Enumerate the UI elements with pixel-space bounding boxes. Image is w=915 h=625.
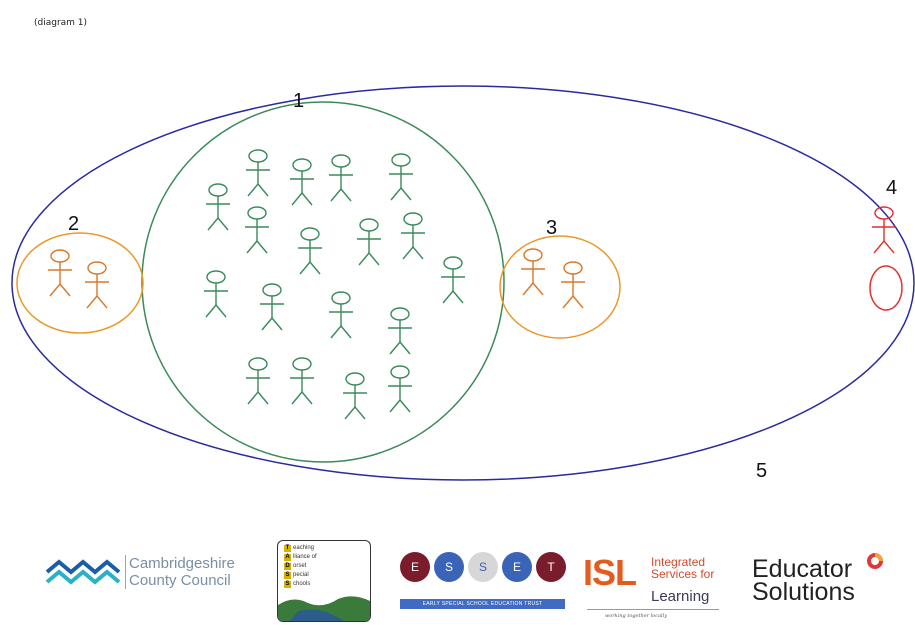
outer-ellipse	[11, 85, 915, 481]
label-1: 1	[293, 90, 304, 112]
label-5: 5	[756, 460, 767, 482]
ccc-line2: County Council	[129, 572, 231, 589]
tods-letter: A	[284, 554, 291, 561]
stick-figure-icon	[85, 261, 109, 309]
tods-letter: S	[284, 581, 291, 588]
tods-word: chools	[293, 581, 311, 587]
single-figure	[872, 206, 896, 254]
stick-figure-icon	[441, 256, 465, 304]
tods-letter: D	[284, 563, 291, 570]
stick-figure-icon	[290, 158, 314, 206]
stick-figure-icon	[357, 218, 381, 266]
stick-figure-icon	[246, 357, 270, 405]
isl-side-line1: Integrated	[651, 555, 706, 569]
stick-figure-icon	[48, 249, 72, 297]
wave-icon	[45, 559, 121, 585]
inner-figures	[204, 149, 465, 420]
esset-letter: S	[434, 552, 464, 582]
cambridgeshire-text: Cambridgeshire County Council	[125, 555, 235, 589]
isl-learning: Learning	[651, 588, 710, 605]
esset-strip: EARLY SPECIAL SCHOOL EDUCATION TRUST	[400, 599, 565, 609]
tods-letter: S	[284, 572, 291, 579]
educator-line2: Solutions	[752, 578, 855, 606]
stick-figure-icon	[290, 357, 314, 405]
stick-figure-icon	[401, 212, 425, 260]
stick-figure-icon	[329, 154, 353, 202]
esset-letter: E	[502, 552, 532, 582]
stick-figure-icon	[298, 227, 322, 275]
label-2: 2	[68, 213, 79, 235]
stick-figure-icon	[260, 283, 284, 331]
stick-figure-icon	[388, 365, 412, 413]
diagram-caption: (diagram 1)	[34, 18, 88, 28]
stick-figure-icon	[388, 307, 412, 355]
stick-figure-icon	[521, 248, 545, 296]
left-figures	[48, 249, 109, 309]
isl-divider	[587, 609, 719, 610]
educator-line1: Educator	[752, 555, 853, 583]
stick-figure-icon	[389, 153, 413, 201]
esset-letter: E	[400, 552, 430, 582]
tods-letter: T	[284, 545, 291, 552]
isl-logo: ISL Integrated Services for Learning wor…	[583, 552, 723, 622]
stick-figure-icon	[329, 291, 353, 339]
label-4: 4	[886, 177, 897, 199]
isl-wordmark: ISL	[583, 552, 637, 593]
tods-word: lliance of	[293, 554, 317, 560]
stick-figure-icon	[343, 372, 367, 420]
cambridgeshire-logo: Cambridgeshire County Council	[45, 553, 265, 603]
stick-figure-icon	[872, 206, 896, 254]
isl-side-line2: Services for	[651, 567, 715, 581]
stick-figure-icon	[246, 149, 270, 197]
esset-letter: T	[536, 552, 566, 582]
right-figures	[521, 248, 585, 309]
tods-word: eaching	[293, 545, 315, 551]
ccc-line1: Cambridgeshire	[129, 555, 235, 572]
isl-tagline: working together locally	[605, 613, 668, 619]
stick-figure-icon	[206, 183, 230, 231]
label-3: 3	[546, 217, 557, 239]
isl-side-text: Integrated Services for	[651, 556, 714, 580]
single-oval	[869, 265, 903, 311]
tods-word: orset	[293, 563, 307, 569]
ring-icon	[867, 553, 883, 569]
right-small-ellipse	[499, 235, 621, 339]
stick-figure-icon	[204, 270, 228, 318]
left-small-ellipse	[16, 232, 144, 334]
tods-word: pecial	[293, 572, 309, 578]
esset-letter: S	[468, 552, 498, 582]
inner-circle	[141, 101, 505, 463]
stick-figure-icon	[561, 261, 585, 309]
map-icon	[278, 596, 370, 621]
educator-solutions-logo: Educator Solutions	[752, 553, 892, 620]
stick-figure-icon	[245, 206, 269, 254]
